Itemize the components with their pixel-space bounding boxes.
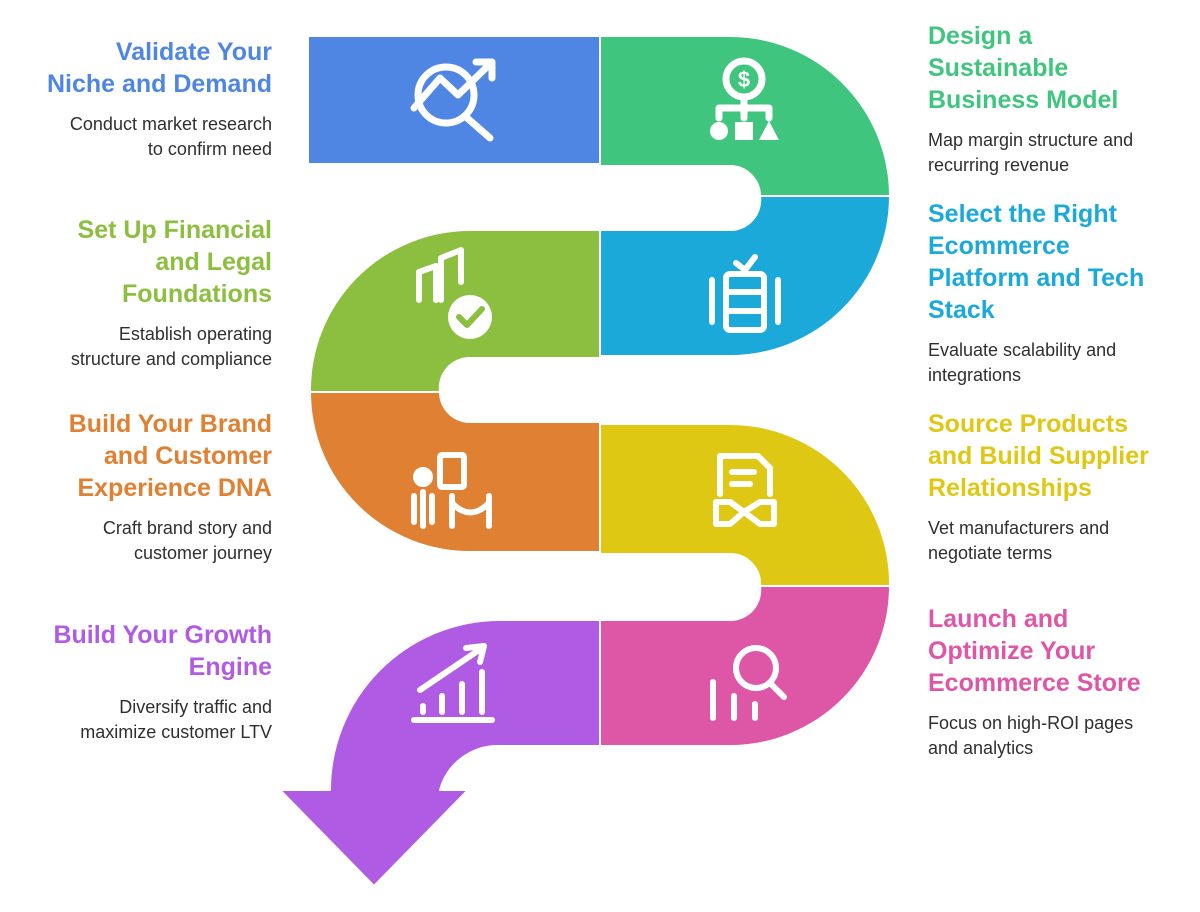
step-title: Design a Sustainable Business Model	[928, 20, 1178, 116]
step-business: Design a Sustainable Business Model Map …	[928, 20, 1178, 178]
growth-chart-icon	[411, 643, 495, 723]
title-line: Foundations	[122, 280, 272, 308]
step-description: Map margin structure and recurring reven…	[928, 128, 1178, 178]
title-line: Relationships	[928, 474, 1092, 502]
title-line: Design a	[928, 22, 1033, 50]
title-line: Launch and	[928, 605, 1069, 633]
step-title: Select the Right Ecommerce Platform and …	[928, 198, 1188, 326]
dollar-hierarchy-icon	[715, 57, 773, 122]
step-launch: Launch and Optimize Your Ecommerce Store…	[928, 603, 1190, 761]
desc-line: negotiate terms	[928, 543, 1053, 563]
desc-line: Map margin structure and	[928, 130, 1134, 150]
person-queue-icon	[411, 452, 492, 529]
trending-magnifier-icon	[410, 58, 496, 142]
desc-line: Diversify traffic and	[119, 697, 272, 717]
desc-line: recurring revenue	[928, 155, 1070, 175]
dollar-hierarchy-shapes	[710, 121, 779, 140]
desc-line: structure and compliance	[70, 349, 272, 369]
title-line: Select the Right	[928, 200, 1117, 228]
segment-validate	[307, 35, 601, 165]
step-source: Source Products and Build Supplier Relat…	[928, 408, 1190, 566]
title-line: Sustainable	[928, 54, 1069, 82]
building-check-icon	[416, 247, 464, 303]
title-line: Ecommerce	[928, 232, 1070, 260]
title-line: Ecommerce Store	[928, 669, 1141, 697]
title-line: Build Your Growth	[53, 621, 272, 649]
step-description: Focus on high-ROI pages and analytics	[928, 711, 1190, 761]
step-brand: Build Your Brand and Customer Experience…	[12, 408, 272, 566]
desc-line: Focus on high-ROI pages	[928, 713, 1134, 733]
title-line: Validate Your	[115, 38, 272, 66]
desc-line: Conduct market research	[69, 114, 272, 134]
step-description: Evaluate scalability and integrations	[928, 338, 1188, 388]
title-line: Set Up Financial	[77, 216, 272, 244]
step-description: Craft brand story and customer journey	[12, 516, 272, 566]
desc-line: Evaluate scalability and	[928, 340, 1117, 360]
desc-line: to confirm need	[147, 139, 272, 159]
title-line: Business Model	[928, 86, 1119, 114]
server-stack-icon	[709, 254, 781, 333]
title-line: Optimize Your	[928, 637, 1096, 665]
title-line: Source Products	[928, 410, 1129, 438]
step-validate: Validate Your Niche and Demand Conduct m…	[2, 36, 272, 162]
segment-launch	[599, 585, 891, 747]
step-title: Set Up Financial and Legal Foundations	[22, 214, 272, 310]
check-badge-icon	[448, 295, 492, 339]
segment-brand	[309, 391, 601, 553]
step-financial: Set Up Financial and Legal Foundations E…	[22, 214, 272, 372]
desc-line: Establish operating	[118, 324, 272, 344]
contract-handshake-icon	[713, 453, 777, 527]
dollar-sign-icon: $	[738, 67, 750, 92]
desc-line: integrations	[928, 365, 1022, 385]
step-platform: Select the Right Ecommerce Platform and …	[928, 198, 1188, 388]
step-title: Source Products and Build Supplier Relat…	[928, 408, 1190, 504]
title-line: and Customer	[103, 442, 272, 470]
step-title: Validate Your Niche and Demand	[2, 36, 272, 100]
title-line: and Build Supplier	[928, 442, 1149, 470]
step-description: Vet manufacturers and negotiate terms	[928, 516, 1190, 566]
desc-line: customer journey	[133, 543, 272, 563]
desc-line: maximize customer LTV	[80, 722, 272, 742]
step-title: Build Your Growth Engine	[12, 619, 272, 683]
step-title: Build Your Brand and Customer Experience…	[12, 408, 272, 504]
title-line: Platform and Tech	[928, 264, 1145, 292]
chart-search-icon	[710, 645, 787, 721]
step-growth: Build Your Growth Engine Diversify traff…	[12, 619, 272, 745]
step-description: Conduct market research to confirm need	[2, 112, 272, 162]
desc-line: and analytics	[928, 738, 1034, 758]
desc-line: Vet manufacturers and	[928, 518, 1110, 538]
title-line: and Legal	[155, 248, 272, 276]
title-line: Experience DNA	[77, 474, 272, 502]
title-line: Engine	[188, 653, 272, 681]
title-line: Niche and Demand	[46, 70, 272, 98]
desc-line: Craft brand story and	[102, 518, 272, 538]
title-line: Build Your Brand	[68, 410, 272, 438]
title-line: Stack	[928, 296, 995, 324]
step-title: Launch and Optimize Your Ecommerce Store	[928, 603, 1190, 699]
segment-growth	[279, 619, 601, 887]
step-description: Establish operating structure and compli…	[22, 322, 272, 372]
segment-source	[599, 423, 892, 587]
step-description: Diversify traffic and maximize customer …	[12, 695, 272, 745]
